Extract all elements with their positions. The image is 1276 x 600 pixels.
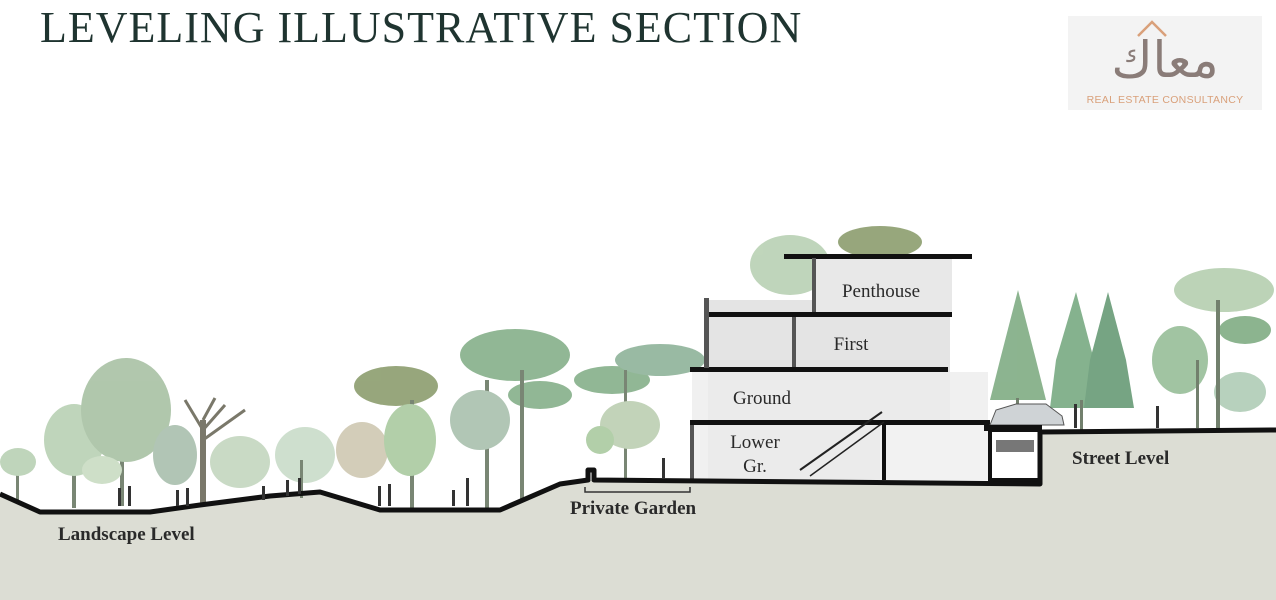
logo-subtitle: REAL ESTATE CONSULTANCY — [1086, 94, 1244, 106]
floor-lower-label: Lower — [730, 432, 780, 453]
floor-penthouse-label: Penthouse — [841, 281, 921, 302]
trees-right — [990, 268, 1274, 430]
house-roof-icon — [1137, 20, 1167, 37]
trees-left — [0, 329, 572, 508]
garden-bracket — [584, 487, 691, 493]
trees-garden — [574, 226, 922, 480]
floor-first-label: First — [833, 334, 869, 355]
floor-ground-label: Ground — [732, 388, 792, 409]
soil — [0, 430, 1276, 600]
logo-mark: معاك — [1111, 31, 1219, 89]
landscape-level-label: Landscape Level — [58, 524, 195, 545]
page-title: LEVELING ILLUSTRATIVE SECTION — [40, 3, 803, 52]
street-level-label: Street Level — [1072, 448, 1170, 469]
people — [118, 404, 1159, 506]
floor-lower-gr-label: Gr. — [743, 456, 767, 477]
building-section — [690, 254, 1065, 482]
ground-line — [0, 427, 1276, 515]
company-logo: معاك REAL ESTATE CONSULTANCY — [1068, 16, 1262, 110]
private-garden-label: Private Garden — [570, 498, 697, 519]
